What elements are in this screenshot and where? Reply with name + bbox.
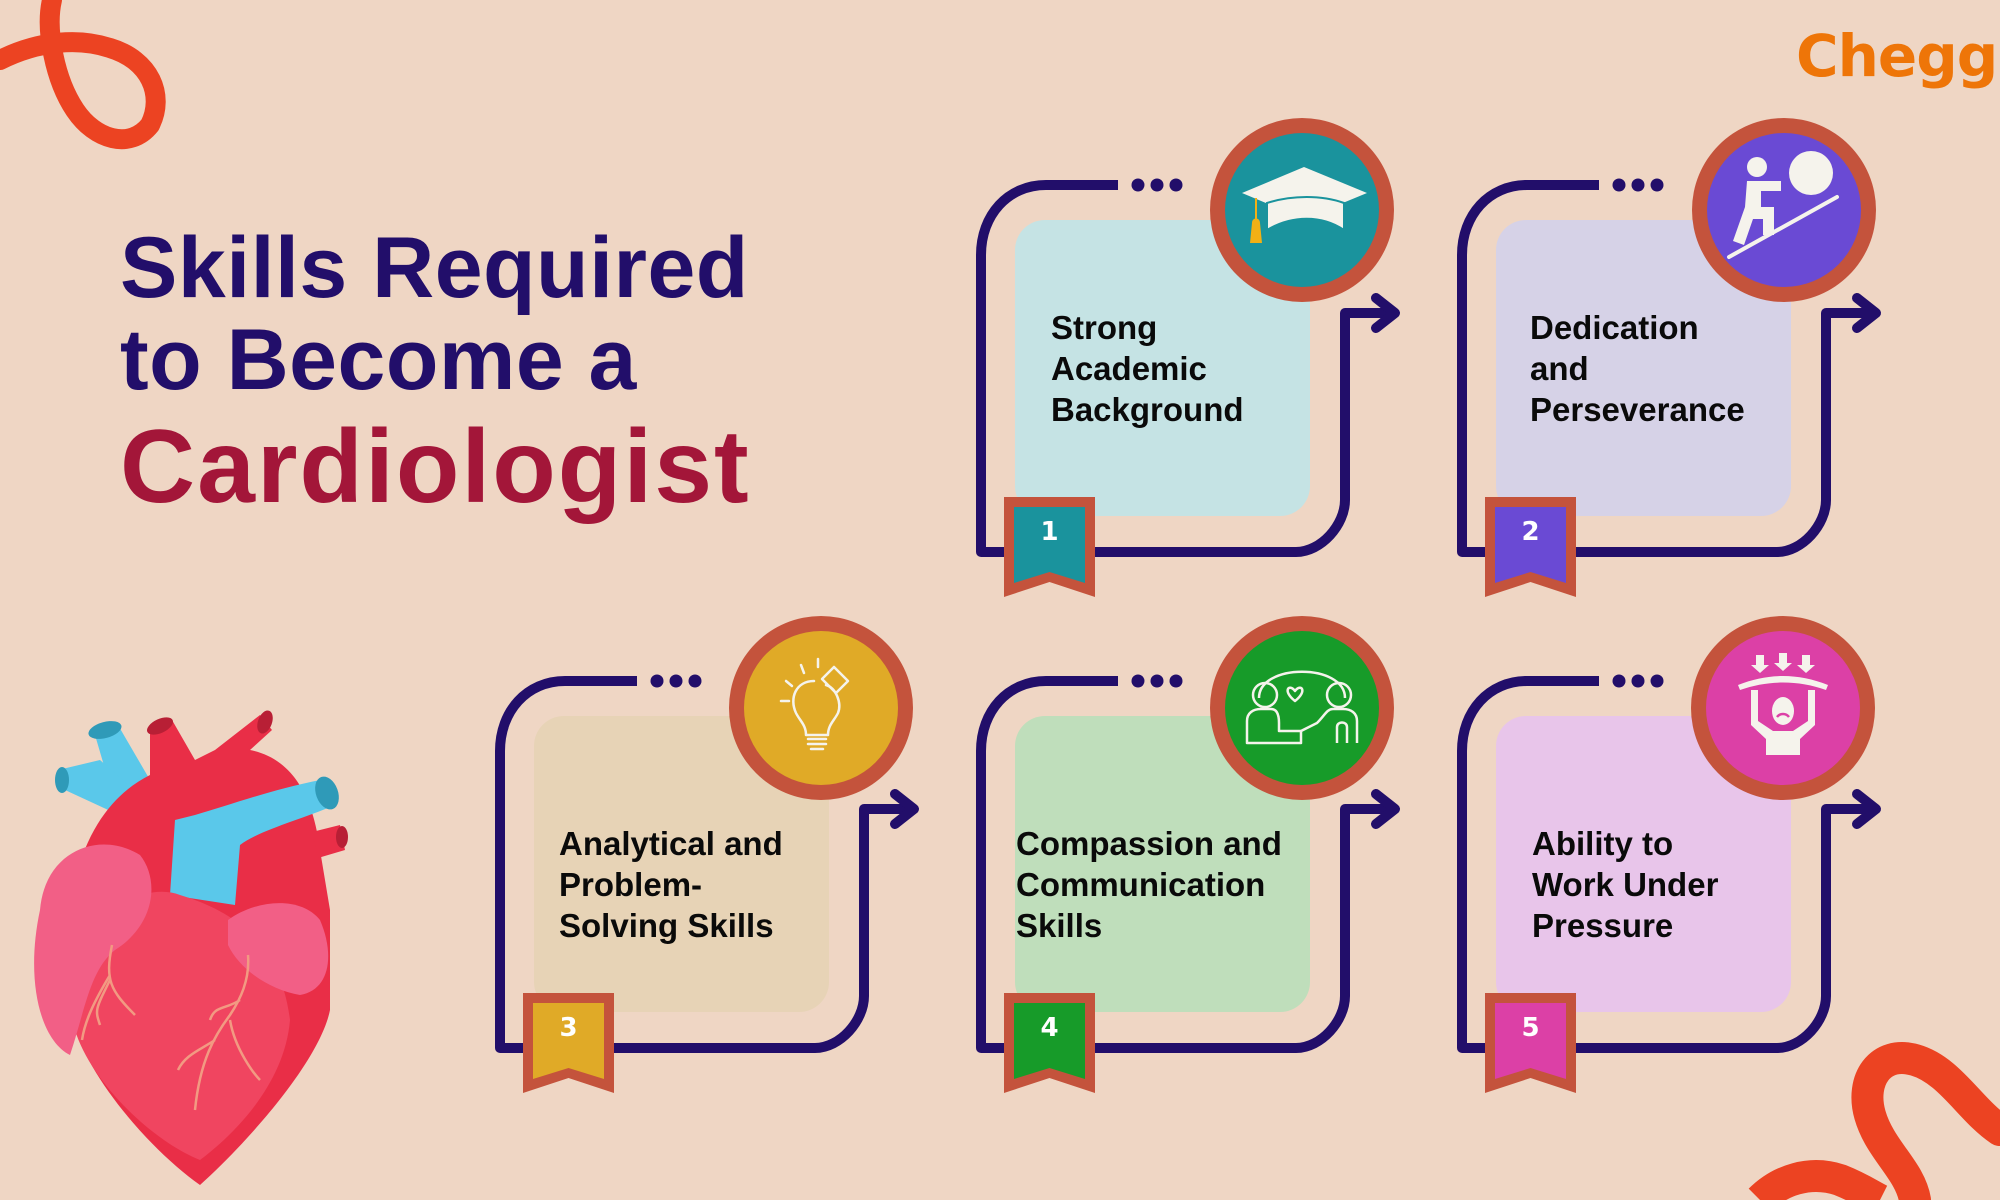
card-frame <box>976 178 1400 557</box>
skill-card-2: Dedication and Perseverance 2 <box>1457 118 1937 680</box>
number-ribbon <box>523 993 614 1093</box>
skill-icon-badge <box>729 616 913 800</box>
number-ribbon <box>1485 497 1576 597</box>
skill-card-3: Analytical and Problem- Solving Skills 3 <box>495 616 975 1176</box>
skill-label: Analytical and Problem- Solving Skills <box>559 823 783 946</box>
skill-icon-badge <box>1210 616 1394 800</box>
skill-icon-badge <box>1210 118 1394 302</box>
skill-label-line: Perseverance <box>1530 391 1745 428</box>
skill-label-line: Ability to <box>1532 825 1674 862</box>
skill-label-line: Dedication <box>1530 309 1699 346</box>
skill-label-line: Problem- <box>559 866 703 903</box>
skill-card-5: Ability to Work Under Pressure 5 <box>1457 616 1937 1176</box>
skill-label: Strong Academic Background <box>1051 307 1244 430</box>
number-ribbon <box>1004 993 1095 1093</box>
skill-number: 4 <box>1040 1013 1059 1043</box>
number-ribbon <box>1485 993 1576 1093</box>
person-under-pressure-icon <box>1738 653 1828 755</box>
skill-number: 3 <box>559 1013 578 1043</box>
skill-label-line: Analytical and <box>559 825 783 862</box>
title-line-3: Cardiologist <box>120 409 751 525</box>
chegg-logo: Chegg <box>1796 22 1998 90</box>
card-frame <box>495 674 919 1053</box>
skill-label-line: Background <box>1051 391 1244 428</box>
number-ribbon <box>1004 497 1095 597</box>
heart-illustration <box>34 710 348 1185</box>
skill-label-line: Compassion and <box>1016 825 1282 862</box>
skill-icon-badge <box>1692 118 1876 302</box>
graduation-cap-icon <box>1242 167 1367 243</box>
skill-label-line: Pressure <box>1532 907 1674 944</box>
title-line-2: to Become a <box>120 312 637 408</box>
lightbulb-puzzle-icon <box>779 657 850 751</box>
skill-icon-badge <box>1691 616 1875 800</box>
skill-label: Compassion and Communication Skills <box>1016 823 1282 946</box>
decorative-squiggle-bottom-right <box>1748 1042 2000 1200</box>
skill-number: 1 <box>1040 517 1059 547</box>
card-frame <box>1457 674 1881 1053</box>
skill-card-1: Strong Academic Background 1 <box>976 118 1456 680</box>
skill-label: Ability to Work Under Pressure <box>1532 823 1718 946</box>
skill-label-line: Work Under <box>1532 866 1719 903</box>
skill-label-line: Skills <box>1016 907 1103 944</box>
page-title: Skills Required to Become a Cardiologist <box>120 222 751 526</box>
skill-label-line: and <box>1530 350 1589 387</box>
skill-number: 5 <box>1521 1013 1540 1043</box>
card-frame <box>976 674 1400 1053</box>
person-pushing-boulder-icon <box>1727 151 1839 259</box>
decorative-squiggle-top-left <box>0 0 166 150</box>
skill-label-line: Solving Skills <box>559 907 774 944</box>
skill-label-line: Strong <box>1051 309 1158 346</box>
skill-number: 2 <box>1521 517 1540 547</box>
card-frame <box>1457 178 1881 557</box>
title-line-1: Skills Required <box>120 220 749 316</box>
skill-card-4: Compassion and Communication Skills 4 <box>976 616 1456 1176</box>
skill-label: Dedication and Perseverance <box>1530 307 1745 430</box>
skill-label-line: Academic <box>1051 350 1207 387</box>
people-globe-heart-icon <box>1245 670 1359 745</box>
skill-label-line: Communication <box>1016 866 1266 903</box>
